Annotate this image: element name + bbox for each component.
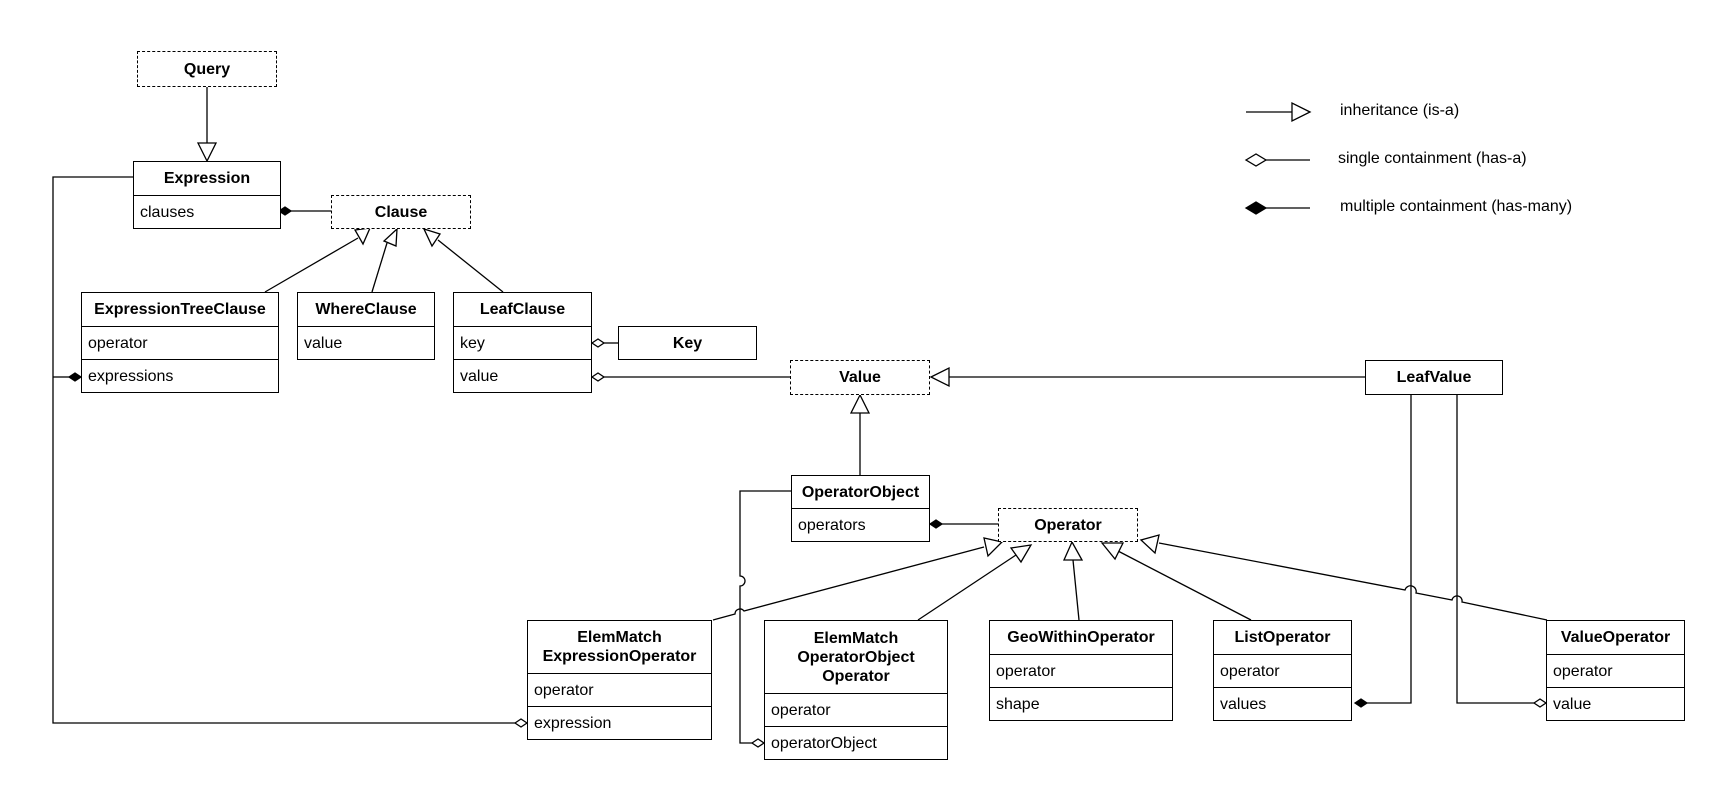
inheritance-arrow-operatorobject xyxy=(849,393,871,414)
class-valueoperator[interactable]: ValueOperator operator value xyxy=(1546,620,1685,721)
inheritance-line-expressiontreeclause xyxy=(264,237,359,293)
class-leafclause[interactable]: LeafClause key value xyxy=(453,292,592,393)
leafvalue-value-wire xyxy=(1456,395,1534,704)
leafvalue-values-wire xyxy=(1367,395,1412,704)
field-operator: operator xyxy=(990,654,1172,687)
legend-inheritance-label: inheritance (is-a) xyxy=(1340,102,1460,119)
field-key: key xyxy=(454,326,591,359)
field-operator: operator xyxy=(765,693,947,726)
class-name: ListOperator xyxy=(1234,629,1331,646)
inheritance-arrow-query xyxy=(196,142,218,163)
class-name: ExpressionTreeClause xyxy=(94,301,266,318)
field-shape: shape xyxy=(990,687,1172,720)
class-value[interactable]: Value xyxy=(790,360,930,395)
field-operators: operators xyxy=(792,508,929,541)
field-expressions: expressions xyxy=(82,359,278,392)
inheritance-line-whereclause xyxy=(371,242,388,293)
diamond-filled-clauses xyxy=(277,206,293,216)
class-listoperator[interactable]: ListOperator operator values xyxy=(1213,620,1352,721)
diamond-open-value xyxy=(1532,698,1548,708)
class-name: Clause xyxy=(374,203,428,221)
legend-single-label: single containment (has-a) xyxy=(1338,150,1527,167)
operatorobject-wire xyxy=(739,490,791,744)
inheritance-line-elemmatchexpressionoperator xyxy=(712,546,985,621)
class-name: OperatorObject xyxy=(801,483,920,501)
class-geowithinoperator[interactable]: GeoWithinOperator operator shape xyxy=(989,620,1173,721)
inheritance-arrow-whereclause xyxy=(382,227,398,247)
class-name: Operator xyxy=(1034,516,1102,534)
class-expressiontreeclause[interactable]: ExpressionTreeClause operator expression… xyxy=(81,292,279,393)
class-name: LeafClause xyxy=(479,301,566,318)
class-name: GeoWithinOperator xyxy=(1007,629,1155,646)
class-expression[interactable]: Expression clauses xyxy=(133,161,281,229)
class-name: WhereClause xyxy=(315,301,417,318)
inheritance-arrow-leafvalue xyxy=(929,366,950,388)
inheritance-arrow-expressiontreeclause xyxy=(353,227,372,246)
class-name: ElemMatch ExpressionOperator xyxy=(542,629,697,665)
diamond-open-operatorobject xyxy=(750,738,766,748)
diamond-open-expression xyxy=(513,718,529,728)
inheritance-arrow-elemmatchoperatorobjectoperator xyxy=(1009,544,1033,564)
inheritance-line-valueoperator xyxy=(1158,542,1548,621)
field-value: value xyxy=(454,359,591,392)
field-operator: operator xyxy=(1547,654,1684,687)
class-key[interactable]: Key xyxy=(618,326,757,360)
legend-inheritance-arrow xyxy=(1291,101,1312,123)
class-elemmatchexpressionoperator[interactable]: ElemMatch ExpressionOperator operator ex… xyxy=(527,620,712,740)
inheritance-arrow-valueoperator xyxy=(1139,534,1160,555)
class-query[interactable]: Query xyxy=(137,51,277,87)
expression-wire xyxy=(52,176,515,724)
field-clauses: clauses xyxy=(134,195,280,228)
class-leafvalue[interactable]: LeafValue xyxy=(1365,360,1503,395)
class-clause[interactable]: Clause xyxy=(331,195,471,229)
class-name: Value xyxy=(839,369,881,386)
field-operator: operator xyxy=(82,326,278,359)
legend-multiple-diamond xyxy=(1244,201,1268,215)
field-operator: operator xyxy=(1214,654,1351,687)
inheritance-line-elemmatchoperatorobjectoperator xyxy=(917,554,1017,621)
field-value: value xyxy=(1547,687,1684,720)
inheritance-arrow-leafclause xyxy=(422,227,442,248)
class-name: Expression xyxy=(163,170,251,187)
diamond-open-leafclause-value xyxy=(590,372,606,382)
class-name: Query xyxy=(183,60,231,78)
inheritance-line-leafclause xyxy=(437,239,504,293)
field-value: value xyxy=(298,326,434,359)
diamond-filled-values xyxy=(1353,698,1369,708)
inheritance-arrow-geowithinoperator xyxy=(1062,540,1084,561)
class-operator[interactable]: Operator xyxy=(998,508,1138,542)
diamond-filled-expressions xyxy=(67,372,83,382)
class-name: LeafValue xyxy=(1396,369,1472,386)
field-operator: operator xyxy=(528,673,711,706)
class-name: ValueOperator xyxy=(1560,629,1671,646)
diamond-open-key xyxy=(590,338,606,348)
field-operatorobject: operatorObject xyxy=(765,726,947,759)
legend-single-diamond xyxy=(1244,153,1268,167)
inheritance-arrow-listoperator xyxy=(1100,542,1125,561)
field-values: values xyxy=(1214,687,1351,720)
class-elemmatchoperatorobjectoperator[interactable]: ElemMatch OperatorObject Operator operat… xyxy=(764,620,948,760)
diamond-filled-operators xyxy=(928,519,944,529)
legend-multiple-label: multiple containment (has-many) xyxy=(1340,198,1573,215)
inheritance-line-geowithinoperator xyxy=(1072,559,1080,621)
class-name: ElemMatch OperatorObject Operator xyxy=(797,629,915,685)
class-whereclause[interactable]: WhereClause value xyxy=(297,292,435,360)
inheritance-arrow-elemmatchexpressionoperator xyxy=(983,537,1004,558)
class-operatorobject[interactable]: OperatorObject operators xyxy=(791,475,930,542)
field-expression: expression xyxy=(528,706,711,739)
class-name: Key xyxy=(672,334,703,352)
inheritance-line-listoperator xyxy=(1117,550,1252,621)
